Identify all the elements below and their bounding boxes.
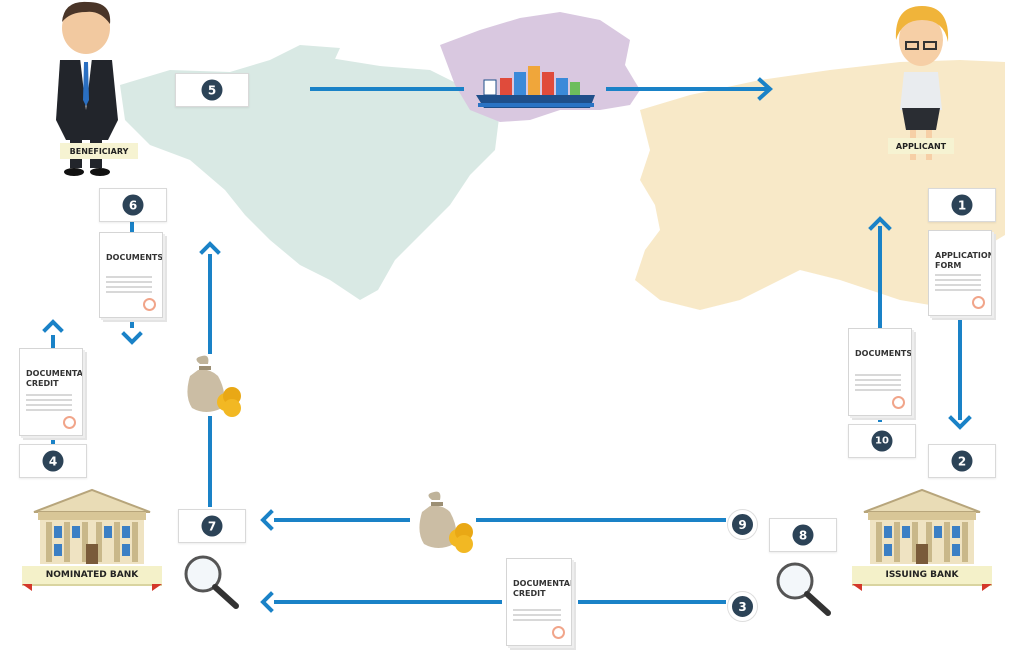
step-8-box: 8: [769, 518, 837, 552]
bank-building-icon: [863, 488, 981, 564]
documents-right-title: DOCUMENTS: [855, 349, 912, 358]
applicant-label: APPLICANT: [888, 138, 954, 154]
step-7-box: 7: [178, 509, 246, 543]
money-bag-icon: [419, 491, 473, 553]
document-lines: [106, 273, 152, 293]
documents-right-document: DOCUMENTS: [848, 328, 912, 416]
seal-icon: [892, 396, 905, 409]
bank-building-icon: [33, 488, 151, 564]
step-1-box: 1: [928, 188, 996, 222]
application-form-title: APPLICATION FORM: [935, 251, 992, 270]
documents-left-document: DOCUMENTS: [99, 232, 163, 318]
step-5-box: 5: [175, 73, 249, 107]
seal-icon: [63, 416, 76, 429]
issuing-bank-label: ISSUING BANK: [852, 566, 992, 591]
flow-arrows: [42, 77, 972, 613]
application-form-document: APPLICATION FORM: [928, 230, 992, 316]
seal-icon: [143, 298, 156, 311]
step-10-badge: 10: [871, 430, 893, 452]
document-lines: [935, 271, 981, 291]
step-6-badge: 6: [122, 194, 144, 216]
seal-icon: [972, 296, 985, 309]
documentary-credit-bottom-title: DOCUMENTARY CREDIT: [513, 579, 571, 598]
step-3-badge: 3: [728, 592, 757, 621]
magnifier-icon: [184, 555, 239, 609]
step-2-box: 2: [928, 444, 996, 478]
magnifier-icon: [776, 562, 831, 616]
businessman-icon: [56, 1, 118, 176]
money-bag-icon: [187, 355, 241, 417]
step-1-badge: 1: [951, 194, 973, 216]
step-5-badge: 5: [201, 79, 223, 101]
document-lines: [26, 391, 72, 411]
north-america-shape: [120, 58, 500, 300]
documentary-credit-bottom-document: DOCUMENTARY CREDIT: [506, 558, 572, 646]
step-2-badge: 2: [951, 450, 973, 472]
step-8-badge: 8: [792, 524, 814, 546]
step-7-badge: 7: [201, 515, 223, 537]
nominated-bank-label: NOMINATED BANK: [22, 566, 162, 591]
documents-left-title: DOCUMENTS: [106, 253, 163, 262]
cargo-ship-icon: [476, 66, 595, 108]
step-4-box: 4: [19, 444, 87, 478]
seal-icon: [552, 626, 565, 639]
step-6-box: 6: [99, 188, 167, 222]
greenland-shape: [270, 45, 340, 75]
step-10-box: 10: [848, 424, 916, 458]
step-9-badge: 9: [728, 510, 757, 539]
document-lines: [513, 606, 561, 621]
documentary-credit-left-title: DOCUMENTARY CREDIT: [26, 369, 83, 388]
documentary-credit-left-document: DOCUMENTARY CREDIT: [19, 348, 83, 436]
beneficiary-label: BENEFICIARY: [60, 143, 138, 159]
step-4-badge: 4: [42, 450, 64, 472]
document-lines: [855, 371, 901, 391]
